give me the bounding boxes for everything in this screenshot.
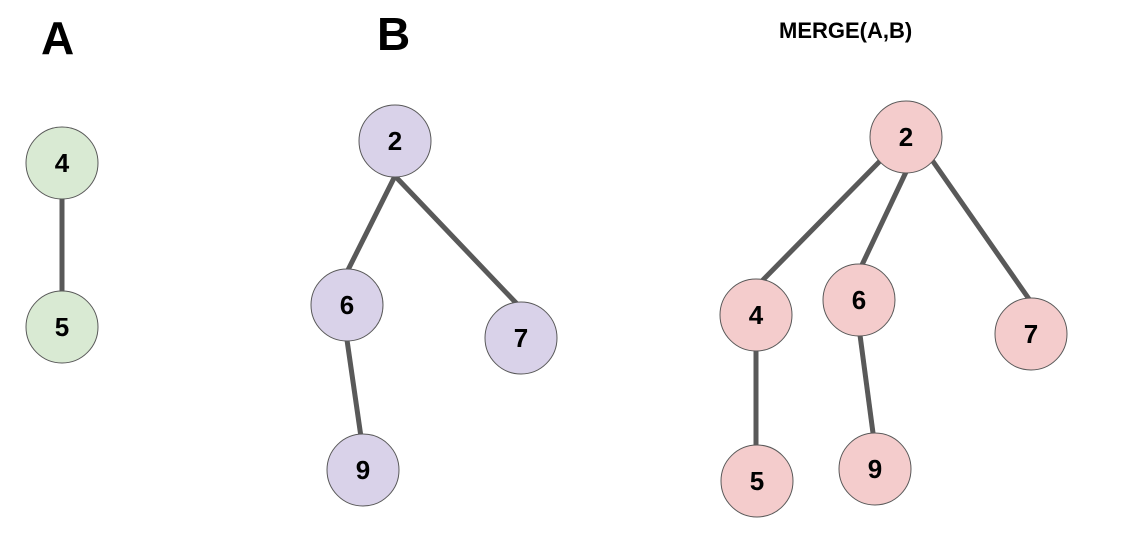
node-label: 9	[868, 454, 882, 484]
node-label: 7	[514, 323, 528, 353]
node-label: 2	[388, 126, 402, 156]
node-circle	[720, 444, 794, 518]
node-circle	[822, 263, 896, 337]
node-circle	[838, 432, 912, 506]
tree-a: 45	[25, 126, 99, 364]
node-label: 6	[340, 290, 354, 320]
node-m4: 4	[719, 278, 793, 352]
node-b6: 6	[310, 268, 384, 342]
tree-b-title: B	[377, 8, 411, 60]
edge-m2-m4	[756, 158, 883, 287]
edge-m2-m6	[858, 170, 909, 269]
node-circle	[25, 126, 99, 200]
node-a5: 5	[25, 290, 99, 364]
node-circle	[358, 104, 432, 178]
node-b7: 7	[484, 301, 558, 375]
node-b9: 9	[326, 433, 400, 507]
node-circle	[25, 290, 99, 364]
node-label: 4	[55, 148, 70, 178]
node-b2: 2	[358, 104, 432, 178]
tree-b: 2 6 7 9	[310, 104, 558, 507]
node-m9: 9	[838, 432, 912, 506]
node-circle	[484, 301, 558, 375]
node-circle	[326, 433, 400, 507]
tree-a-title: A	[41, 12, 75, 64]
node-circle	[869, 100, 943, 174]
node-label: 5	[750, 466, 764, 496]
node-label: 2	[899, 122, 913, 152]
merge-title: MERGE(A,B)	[779, 18, 913, 43]
node-m6: 6	[822, 263, 896, 337]
node-label: 7	[1024, 319, 1038, 349]
node-a4: 4	[25, 126, 99, 200]
node-m7: 7	[994, 297, 1068, 371]
node-circle	[994, 297, 1068, 371]
node-label: 6	[852, 285, 866, 315]
edge-b6-b9	[344, 339, 364, 438]
tree-merge: 2 4 6 7 5 9	[719, 100, 1068, 518]
node-circle	[719, 278, 793, 352]
edge-b2-b6	[344, 174, 398, 274]
node-label: 5	[55, 312, 69, 342]
node-m2: 2	[869, 100, 943, 174]
node-label: 4	[749, 300, 764, 330]
node-label: 9	[356, 455, 370, 485]
node-m5: 5	[720, 444, 794, 518]
edge-b2-b7	[393, 174, 520, 307]
edge-m2-m7	[929, 158, 1032, 301]
node-circle	[310, 268, 384, 342]
edge-m6-m9	[857, 334, 876, 434]
